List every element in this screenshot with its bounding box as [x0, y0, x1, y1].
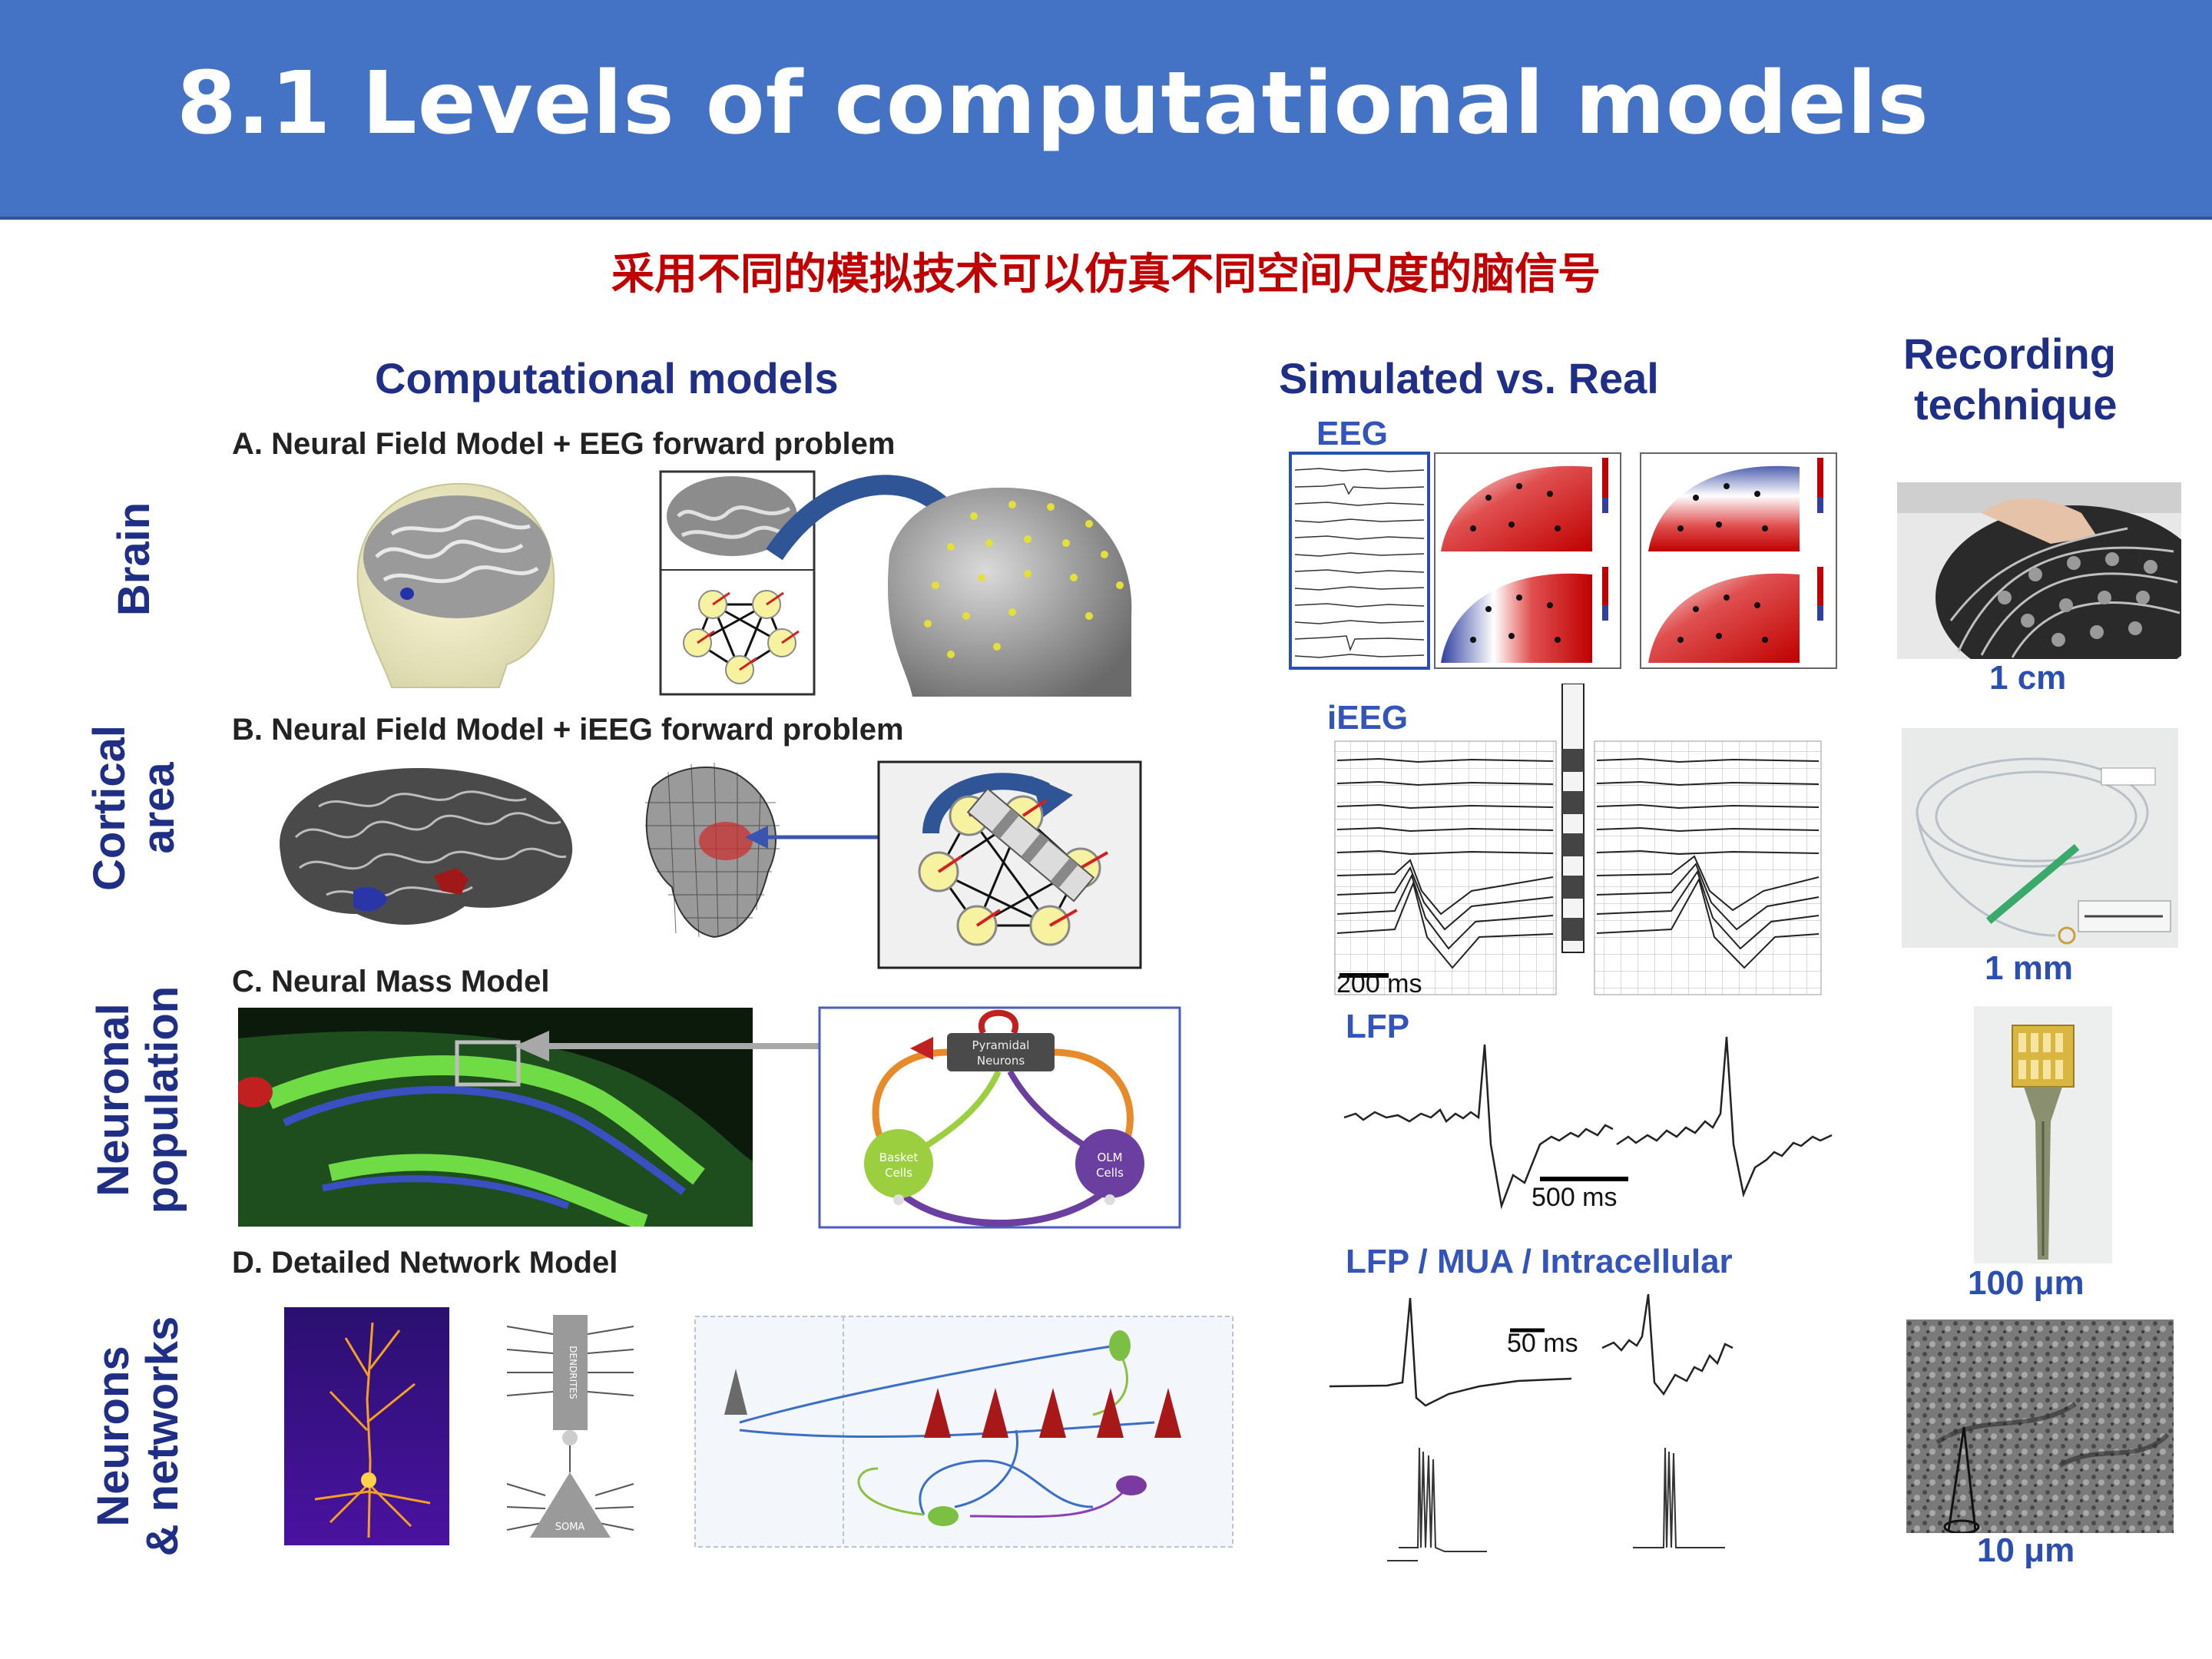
- scale-label-1cm: 1 cm: [1989, 659, 2067, 697]
- basket-label-1: Basket: [879, 1151, 919, 1164]
- panel-label-c: C. Neural Mass Model: [232, 965, 550, 998]
- signal-label-eeg: EEG: [1316, 415, 1388, 452]
- row-label-neuronal-line2: population: [137, 985, 187, 1214]
- cortical-mesh-figure: [645, 762, 780, 939]
- panel-label-b: B. Neural Field Model + iEEG forward pro…: [232, 713, 904, 747]
- column-heading-models: Computational models: [375, 354, 839, 402]
- signal-label-lfp: LFP: [1346, 1008, 1410, 1045]
- cortex-link-arrow: [745, 826, 883, 849]
- intracellular-traces-figure: [1329, 1293, 1734, 1561]
- slide-subtitle: 采用不同的模拟技术可以仿真不同空间尺度的脑信号: [611, 250, 1601, 300]
- column-heading-recording-1: Recording: [1903, 329, 2116, 378]
- detailed-network-diagram: [694, 1316, 1233, 1548]
- soma-label: SOMA: [555, 1522, 585, 1533]
- microscopy-photo: [1906, 1320, 2174, 1533]
- row-label-cortical-line2: area: [134, 762, 184, 854]
- pyramidal-label-2: Neurons: [977, 1054, 1025, 1068]
- row-label-neurons-networks: Neurons & networks: [88, 1316, 187, 1557]
- silicon-probe-photo: [1974, 1006, 2112, 1263]
- row-label-neuronal-population: Neuronal population: [88, 985, 187, 1214]
- slide-title: 8.1 Levels of computational models: [177, 54, 1929, 154]
- intracellular-scale-bar-label: 50 ms: [1507, 1329, 1578, 1358]
- depth-electrode-photo: [1902, 728, 2178, 948]
- row-label-cortical-line1: Cortical: [84, 725, 134, 891]
- pyramidal-neuron-image: [284, 1307, 449, 1545]
- row-label-brain-text: Brain: [109, 502, 159, 617]
- panel-label-a: A. Neural Field Model + EEG forward prob…: [232, 427, 896, 461]
- column-heading-recording-2: technique: [1914, 380, 2118, 429]
- dendrites-label: DENDRITES: [568, 1346, 578, 1399]
- row-label-neurons-line1: Neurons: [88, 1346, 138, 1527]
- scale-label-100um: 100 μm: [1968, 1264, 2085, 1302]
- eeg-cap-photo: [1897, 482, 2181, 659]
- scale-label-1mm: 1 mm: [1985, 949, 2073, 987]
- olm-label-1: OLM: [1097, 1151, 1122, 1164]
- row-label-cortical-area: Cortical area: [84, 725, 184, 891]
- column-heading-signals: Simulated vs. Real: [1279, 354, 1659, 402]
- lfp-traces-figure: [1343, 1036, 1833, 1210]
- row-label-brain: Brain: [109, 502, 159, 617]
- scale-label-10um: 10 μm: [1977, 1532, 2075, 1569]
- row-label-neuronal-line1: Neuronal: [88, 1003, 138, 1197]
- eeg-forward-figure: [659, 470, 1132, 697]
- panel-label-d: D. Detailed Network Model: [232, 1246, 618, 1280]
- ieeg-traces-figure: [1334, 684, 1822, 995]
- lfp-scale-bar-label: 500 ms: [1532, 1183, 1618, 1212]
- cortex-surface-figure: [280, 768, 573, 925]
- signal-label-intracellular: LFP / MUA / Intracellular: [1346, 1243, 1733, 1280]
- eeg-traces-and-topomaps: [1289, 452, 1837, 670]
- signal-label-ieeg: iEEG: [1327, 699, 1409, 737]
- ieeg-scale-bar-label: 200 ms: [1336, 969, 1422, 998]
- zoom-arrow: [515, 1031, 822, 1061]
- compartment-model-figure: DENDRITES SOMA: [476, 1307, 664, 1545]
- ieeg-network-figure: [877, 760, 1142, 969]
- row-label-neurons-line2: & networks: [137, 1316, 187, 1557]
- pyramidal-label-1: Pyramidal: [972, 1038, 1030, 1052]
- title-banner: [0, 0, 2212, 220]
- head-model-figure: [356, 482, 555, 688]
- basket-label-2: Cells: [885, 1166, 912, 1180]
- hippocampus-slice-image: [238, 1008, 753, 1227]
- olm-label-2: Cells: [1096, 1166, 1124, 1180]
- neural-mass-diagram: Pyramidal Neurons Basket Cells OLM Cells: [818, 1006, 1181, 1229]
